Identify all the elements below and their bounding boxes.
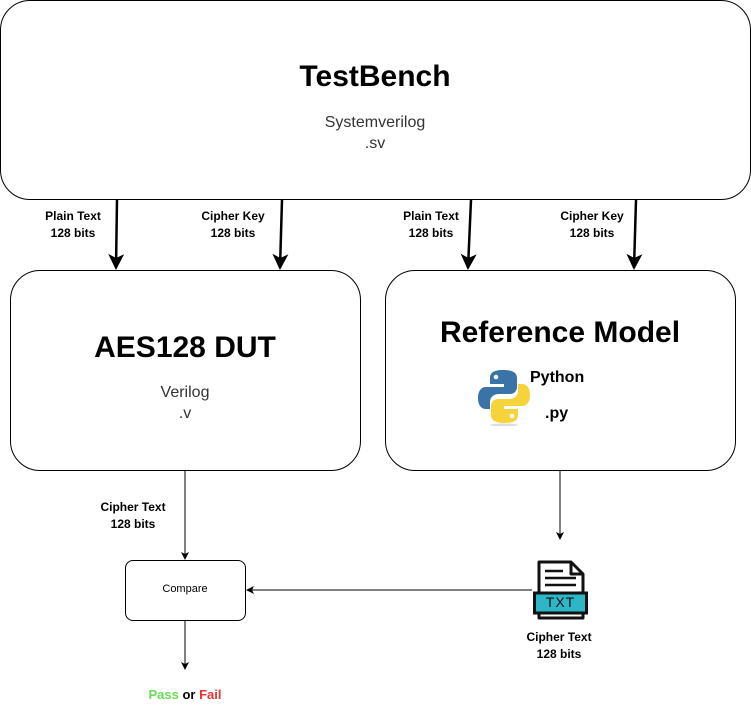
dut-title: AES128 DUT bbox=[94, 331, 276, 364]
python-logo-icon bbox=[478, 370, 530, 426]
txt-file-label: TXT bbox=[545, 594, 576, 610]
or-text: or bbox=[182, 687, 196, 702]
fail-text: Fail bbox=[199, 687, 222, 702]
reference-model-title: Reference Model bbox=[439, 316, 681, 349]
compare-label: Compare bbox=[162, 583, 208, 595]
reference-model-language: Python bbox=[530, 369, 585, 386]
dut-language: Verilog bbox=[160, 384, 210, 401]
reference-model-extension: .py bbox=[545, 405, 569, 422]
arrow-dut-plain bbox=[108, 199, 125, 270]
reference-model-box bbox=[385, 270, 736, 471]
arrow-ref-key bbox=[626, 199, 643, 270]
testbench-extension: .sv bbox=[364, 135, 386, 152]
arrow-dut-key bbox=[272, 199, 289, 270]
testbench-box bbox=[0, 0, 751, 200]
result-text: Pass or Fail bbox=[148, 687, 221, 702]
txt-file-icon bbox=[533, 560, 588, 620]
compare-box bbox=[125, 560, 246, 621]
dut-box bbox=[10, 270, 361, 471]
dut-extension: .v bbox=[178, 405, 192, 422]
testbench-language: Systemverilog bbox=[324, 114, 426, 131]
testbench-title: TestBench bbox=[299, 60, 451, 93]
arrow-ref-plain bbox=[460, 199, 477, 270]
pass-text: Pass bbox=[148, 687, 179, 702]
